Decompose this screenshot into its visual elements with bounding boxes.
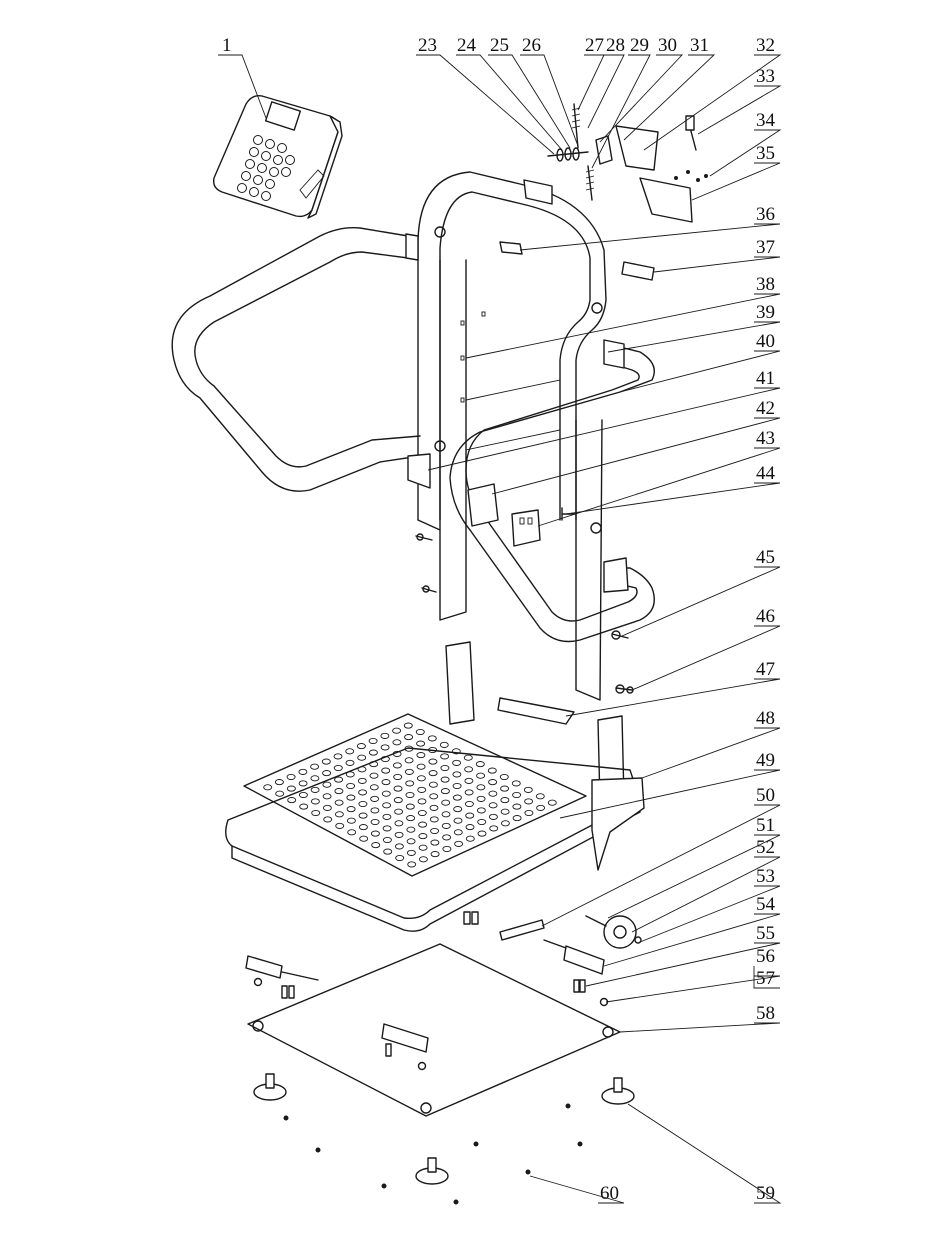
callout-43: 43 xyxy=(756,428,775,449)
callout-47: 47 xyxy=(756,659,775,680)
callout-32: 32 xyxy=(756,35,775,56)
part-left-handrail xyxy=(172,228,430,492)
callout-48: 48 xyxy=(756,708,775,729)
callout-39: 39 xyxy=(756,302,775,323)
part-perforated-mat xyxy=(244,714,586,876)
callout-40: 40 xyxy=(756,331,775,352)
callout-36: 36 xyxy=(756,204,775,225)
part-indicator-display xyxy=(214,96,342,218)
part-screws xyxy=(284,1104,583,1205)
callout-46: 46 xyxy=(756,606,775,627)
callout-27: 27 xyxy=(585,35,604,56)
callout-42: 42 xyxy=(756,398,775,419)
callout-33: 33 xyxy=(756,66,775,87)
callout-37: 37 xyxy=(756,237,775,258)
callout-57: 57 xyxy=(756,968,775,989)
callout-1: 1 xyxy=(222,35,232,56)
callout-23: 23 xyxy=(418,35,437,56)
callout-55: 55 xyxy=(756,923,775,944)
callout-35: 35 xyxy=(756,143,775,164)
callout-54: 54 xyxy=(756,894,776,915)
callout-51: 51 xyxy=(756,815,775,836)
callout-50: 50 xyxy=(756,785,775,806)
callout-58: 58 xyxy=(756,1003,775,1024)
callout-34: 34 xyxy=(756,110,776,131)
callout-56: 56 xyxy=(756,946,775,967)
callout-38: 38 xyxy=(756,274,775,295)
callout-45: 45 xyxy=(756,547,775,568)
part-base-plate xyxy=(246,944,620,1116)
callout-60: 60 xyxy=(600,1183,619,1204)
callout-49: 49 xyxy=(756,750,775,771)
callout-52: 52 xyxy=(756,837,775,858)
callout-25: 25 xyxy=(490,35,509,56)
callout-44: 44 xyxy=(756,463,776,484)
callout-29: 29 xyxy=(630,35,649,56)
callout-26: 26 xyxy=(522,35,541,56)
callout-30: 30 xyxy=(658,35,677,56)
callout-59: 59 xyxy=(756,1183,775,1204)
callout-31: 31 xyxy=(690,35,709,56)
callout-28: 28 xyxy=(606,35,625,56)
callout-24: 24 xyxy=(457,35,477,56)
callout-41: 41 xyxy=(756,368,775,389)
callout-53: 53 xyxy=(756,866,775,887)
